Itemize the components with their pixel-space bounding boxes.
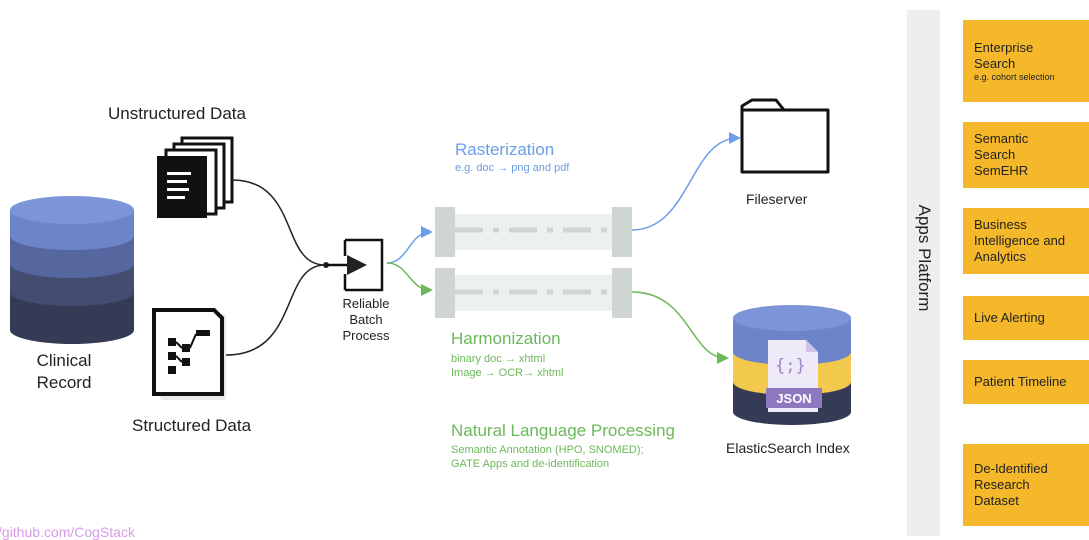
batch-process-label: Reliable Batch Process xyxy=(342,296,390,343)
github-link[interactable]: /github.com/CogStack xyxy=(0,524,135,540)
nlp-title: Natural Language Processing xyxy=(451,421,675,440)
harmonization-pipe xyxy=(435,268,632,318)
clinical-record-database-icon xyxy=(10,196,134,344)
app-semantic-search[interactable]: Semantic Search SemEHR xyxy=(963,122,1089,188)
json-braces-icon: {;} xyxy=(775,356,806,376)
structured-data-label: Structured Data xyxy=(132,416,252,435)
batch-to-rasterization-connector xyxy=(386,226,433,264)
json-badge: JSON xyxy=(776,391,812,406)
app-patient-timeline[interactable]: Patient Timeline xyxy=(963,360,1089,404)
apps-platform-bar xyxy=(907,10,940,536)
batch-to-harmonization-connector xyxy=(386,262,433,296)
app-enterprise-search[interactable]: Enterprise Search e.g. cohort selection xyxy=(963,20,1089,102)
batch-process-icon xyxy=(323,238,384,292)
app-live-alerting[interactable]: Live Alerting xyxy=(963,296,1089,340)
harmonization-to-elasticsearch-connector xyxy=(631,291,729,364)
fileserver-folder-icon xyxy=(740,98,830,174)
rasterization-pipe xyxy=(435,207,632,257)
apps-platform-label: Apps Platform xyxy=(915,204,934,312)
app-business-intelligence[interactable]: Business Intelligence and Analytics xyxy=(963,208,1089,274)
elasticsearch-database-icon xyxy=(733,305,851,425)
harmonization-details: binary doc → xhtml Image → OCR→ xhtml xyxy=(451,353,564,379)
rasterization-subtitle: e.g. doc → png and pdf xyxy=(455,162,570,174)
unstructured-document-stack-icon xyxy=(157,136,234,218)
unstructured-data-label: Unstructured Data xyxy=(108,104,246,123)
app-deidentified-dataset[interactable]: De-Identified Research Dataset xyxy=(963,444,1089,526)
harmonization-title: Harmonization xyxy=(451,329,561,348)
rasterization-to-fileserver-connector xyxy=(631,132,741,231)
structured-document-icon xyxy=(152,308,226,400)
nlp-details: Semantic Annotation (HPO, SNOMED); GATE … xyxy=(451,444,644,470)
unstructured-to-batch-connector xyxy=(231,179,326,266)
fileserver-label: Fileserver xyxy=(746,191,808,207)
clinical-record-label: Clinical Record xyxy=(36,351,92,392)
elasticsearch-label: ElasticSearch Index xyxy=(726,440,850,456)
structured-to-batch-connector xyxy=(225,264,326,356)
rasterization-title: Rasterization xyxy=(455,140,555,159)
